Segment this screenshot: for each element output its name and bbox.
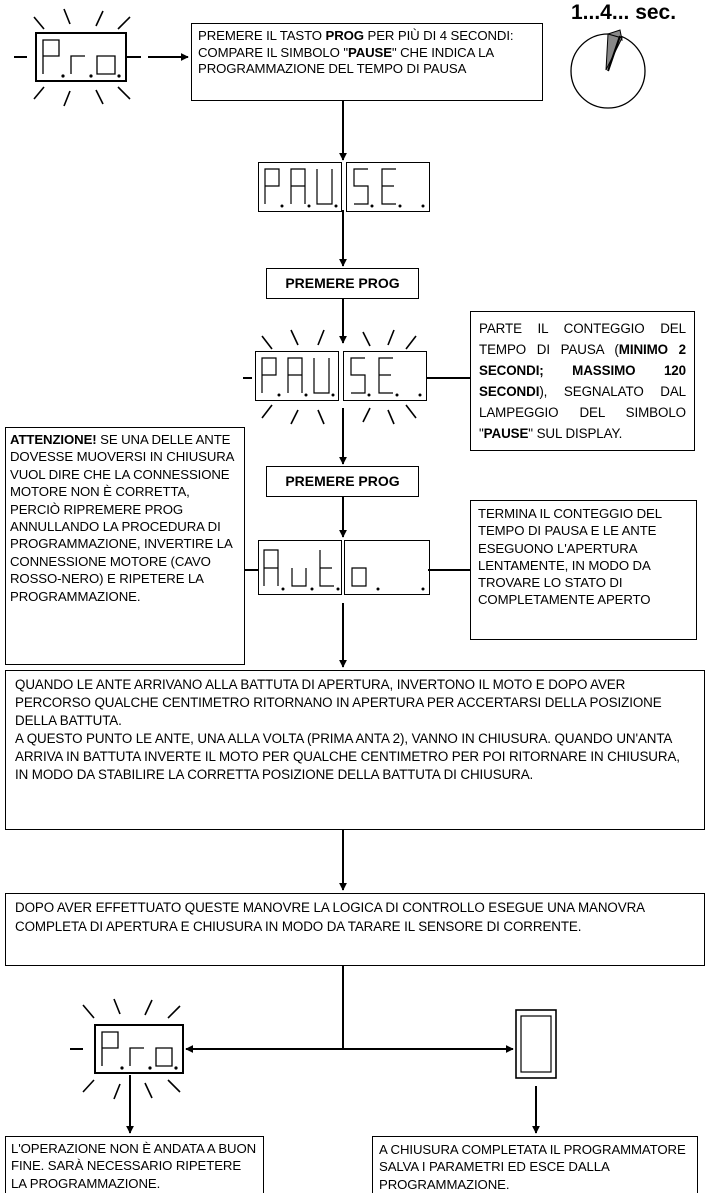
calibration-text: DOPO AVER EFFETTUATO QUESTE MANOVRE LA L… (15, 900, 645, 934)
calibration-box: DOPO AVER EFFETTUATO QUESTE MANOVRE LA L… (5, 893, 705, 966)
warning-box: ATTENZIONE! SE UNA DELLE ANTE DOVESSE MU… (5, 427, 245, 665)
step1-bold2: PAUSE (347, 44, 392, 60)
failure-text: L'OPERAZIONE NON È ANDATA A BUON FINE. S… (11, 1141, 257, 1191)
step1-post: " CHE INDICA LA PROGRAMMAZIONE DEL TEMPO… (198, 44, 494, 77)
count-end-box: TERMINA IL CONTEGGIO DEL TEMPO DI PAUSA … (470, 500, 697, 640)
pro-bottom-segments (101, 1031, 178, 1070)
stop-learn-text: QUANDO LE ANTE ARRIVANO ALLA BATTUTA DI … (15, 677, 662, 729)
step1-mid: PER PIÙ DI 4 SECONDI: COMPARE IL SIMBOLO… (198, 28, 514, 60)
count-start-bold: MINIMO 2 SECONDI; MASSIMO 120 SECONDI (479, 342, 686, 399)
programmer-device-icon (515, 1009, 557, 1079)
count-end-text: TERMINA IL CONTEGGIO DEL TEMPO DI PAUSA … (478, 506, 662, 608)
step1-bold: PROG (325, 28, 365, 43)
pause-segments (264, 168, 425, 208)
closing-text: A QUESTO PUNTO LE ANTE, UNA ALLA VOLTA (… (15, 731, 680, 783)
timer-dial-icon (570, 29, 646, 109)
blink-rays-pause (261, 329, 417, 425)
display-pro-bottom (94, 1024, 184, 1074)
blink-rays-bottom (82, 998, 181, 1100)
pause-flashing-segments (261, 357, 422, 397)
warning-text: SE UNA DELLE ANTE DOVESSE MUOVERSI IN CH… (10, 432, 234, 604)
step1-pre: PREMERE IL TASTO (198, 28, 326, 43)
success-box: A CHIUSURA COMPLETATA IL PROGRAMMATORE S… (372, 1136, 698, 1193)
step1-box: PREMERE IL TASTO PROG PER PIÙ DI 4 SECON… (191, 23, 543, 101)
timer-label: 1...4... sec. (571, 1, 677, 24)
display-pause-flashing (255, 351, 427, 401)
auto-segments (263, 549, 425, 591)
count-start-post: " SUL DISPLAY. (528, 426, 623, 441)
count-start-bold2: PAUSE (483, 426, 529, 441)
warning-bold: ATTENZIONE! (10, 432, 97, 447)
count-start-mid: ), SEGNALATO DAL LAMPEGGIO DEL SIMBOLO " (479, 384, 686, 441)
pro-segments (42, 39, 121, 78)
failure-box: L'OPERAZIONE NON È ANDATA A BUON FINE. S… (5, 1136, 264, 1193)
press-prog-label-2: PREMERE PROG (266, 466, 419, 497)
display-auto (258, 540, 430, 595)
press-prog-label-1: PREMERE PROG (266, 268, 419, 299)
blink-rays-top (33, 8, 131, 107)
count-start-box: PARTE IL CONTEGGIO DEL TEMPO DI PAUSA (M… (470, 311, 695, 451)
stop-learn-box: QUANDO LE ANTE ARRIVANO ALLA BATTUTA DI … (5, 670, 705, 830)
success-text: A CHIUSURA COMPLETATA IL PROGRAMMATORE S… (379, 1142, 686, 1192)
display-pause (258, 162, 430, 212)
count-start-pre: PARTE IL CONTEGGIO DEL TEMPO DI PAUSA ( (479, 321, 686, 357)
display-pro-top (35, 32, 127, 82)
